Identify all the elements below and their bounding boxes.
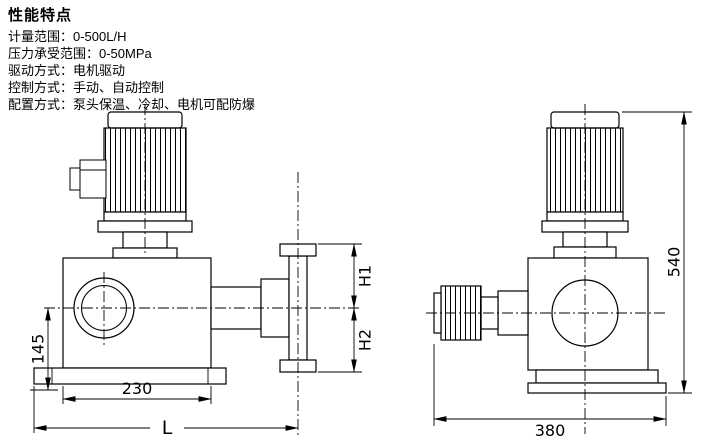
dim-230: 230 [62, 379, 212, 404]
dim-540: 540 [622, 111, 692, 394]
left-view: 145 230 L H1 H2 [29, 104, 375, 439]
right-pump-body [527, 257, 649, 371]
spec-line-metering-range: 计量范围：0-500L/H [8, 29, 127, 44]
left-pump-body [62, 257, 212, 369]
left-motor [69, 111, 193, 233]
dim-label-230: 230 [122, 379, 153, 398]
junction-box [79, 159, 107, 199]
spec-line-drive-mode: 驱动方式：电机驱动 [8, 63, 126, 78]
dim-label-380: 380 [535, 421, 566, 440]
dim-label-L: L [162, 417, 173, 439]
spec-line-control-mode: 控制方式：手动、自动控制 [8, 80, 165, 95]
head-step [260, 278, 290, 338]
dim-L: L [33, 386, 299, 439]
base-plate-lower [527, 382, 667, 394]
dim-label-H1: H1 [356, 265, 375, 287]
junction-box-cover [69, 167, 81, 191]
base-plate [33, 367, 227, 385]
right-centerlines [426, 104, 668, 434]
dim-label-H2: H2 [356, 329, 375, 351]
spec-line-config-mode: 配置方式：泵头保温、冷却、电机可配防爆 [8, 97, 256, 112]
base-plate-upper [535, 369, 659, 384]
spec-panel: 性能特点 计量范围：0-500L/H 压力承受范围：0-50MPa 驱动方式：电… [8, 4, 255, 113]
right-view: 540 380 [426, 104, 692, 440]
left-centerlines [44, 104, 360, 436]
dim-380: 380 [433, 344, 667, 440]
dim-H1: H1 [318, 243, 375, 309]
right-base [527, 369, 667, 394]
left-base [33, 367, 227, 385]
spec-line-pressure-range: 压力承受范围：0-50MPa [8, 46, 152, 61]
dim-145: 145 [29, 307, 58, 391]
spec-title: 性能特点 [8, 7, 73, 24]
dim-label-540: 540 [665, 247, 684, 278]
dim-label-145: 145 [29, 334, 48, 365]
dim-H2: H2 [318, 307, 375, 373]
